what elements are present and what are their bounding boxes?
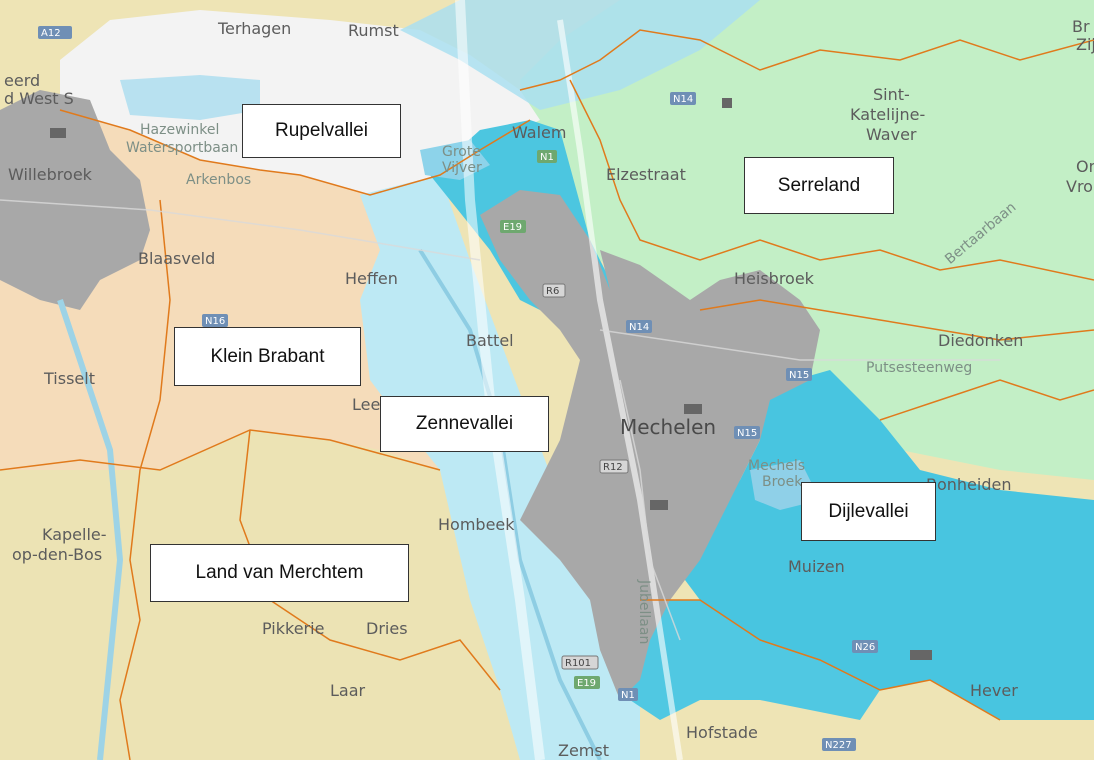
waterbody-hazewinkel <box>120 75 260 120</box>
road-shield-a12: A12 <box>38 26 72 39</box>
road-shield-n1: N1 <box>537 150 557 163</box>
place-hever: Hever <box>970 681 1018 700</box>
road-shield-n16: N16 <box>202 314 228 327</box>
svg-text:N15: N15 <box>789 370 809 381</box>
place-pikkerie: Pikkerie <box>262 619 324 638</box>
place-jubellaan: Jubellaan <box>636 579 652 644</box>
region-dijlevallei-south[interactable] <box>630 600 880 720</box>
road-shield-n227: N227 <box>822 738 856 751</box>
place-mechels-1: Mechels <box>748 458 805 474</box>
road-shield-n15-east: N15 <box>786 368 812 381</box>
svg-text:N14: N14 <box>673 94 693 105</box>
label-klein-brabant[interactable]: Klein Brabant <box>174 327 361 386</box>
place-watersportbaan: Watersportbaan <box>126 140 238 156</box>
road-shield-n15: N15 <box>734 426 760 439</box>
label-serreland[interactable]: Serreland <box>744 157 894 214</box>
place-muizen: Muizen <box>788 557 845 576</box>
boundaries <box>0 29 1094 760</box>
place-hombeek: Hombeek <box>438 515 515 534</box>
svg-text:A12: A12 <box>41 28 61 39</box>
place-leest: Lees <box>352 395 389 414</box>
label-dijlevallei[interactable]: Dijlevallei <box>801 482 936 541</box>
svg-text:N16: N16 <box>205 316 225 327</box>
label-rupelvallei[interactable]: Rupelvallei <box>242 104 401 158</box>
place-terhagen: Terhagen <box>217 19 291 38</box>
svg-text:N14: N14 <box>629 322 649 333</box>
place-willebroek: Willebroek <box>8 165 93 184</box>
place-kapelle-2: op-den-Bos <box>12 545 102 564</box>
place-arkenbos: Arkenbos <box>186 172 251 188</box>
place-sint-katelijne-2: Katelijne- <box>850 105 925 124</box>
place-putsesteenweg: Putsesteenweg <box>866 360 972 376</box>
canal <box>57 299 124 760</box>
svg-text:N15: N15 <box>737 428 757 439</box>
place-mechels-2: Broek <box>762 474 803 490</box>
river-zenne <box>418 248 602 760</box>
place-zemst: Zemst <box>558 741 609 760</box>
place-laar: Laar <box>330 681 366 700</box>
road-shield-r6: R6 <box>542 283 566 298</box>
river-rupel <box>400 0 760 110</box>
road-shield-r12: R12 <box>599 459 629 474</box>
place-edge-on: On <box>1076 157 1094 176</box>
place-grote: Grote <box>442 144 481 160</box>
place-heisbroek: Heisbroek <box>734 269 815 288</box>
place-edge-br: Br <box>1072 17 1090 36</box>
place-sint-katelijne-1: Sint- <box>873 85 910 104</box>
roads <box>0 199 1000 641</box>
place-tisselt: Tisselt <box>43 369 95 388</box>
svg-text:E19: E19 <box>503 222 522 233</box>
place-mechelen: Mechelen <box>620 415 716 439</box>
region-mechelen-urban[interactable] <box>480 190 820 700</box>
svg-text:R101: R101 <box>565 658 591 669</box>
place-bonheiden: Bonheiden <box>926 475 1011 494</box>
building-icons <box>50 98 932 660</box>
region-willebroek-urban[interactable] <box>0 90 150 310</box>
place-heffen: Heffen <box>345 269 398 288</box>
region-dijlevallei-east[interactable] <box>670 370 1094 720</box>
place-west-1: eerd <box>4 71 40 90</box>
place-diedonken: Diedonken <box>938 331 1023 350</box>
road-shield-n14-north: N14 <box>670 92 696 105</box>
place-west-2: d West S <box>4 89 74 108</box>
road-e19 <box>557 19 683 760</box>
place-sint-katelijne-3: Waver <box>866 125 917 144</box>
place-kapelle-1: Kapelle- <box>42 525 107 544</box>
road-shield-n1-south: N1 <box>618 688 638 701</box>
place-hofstade: Hofstade <box>686 723 758 742</box>
svg-text:N26: N26 <box>855 642 875 653</box>
place-vijver: Vijver <box>442 160 482 176</box>
place-dries: Dries <box>366 619 408 638</box>
svg-text:R6: R6 <box>546 286 559 297</box>
place-hazewinkel: Hazewinkel <box>140 122 219 138</box>
svg-text:E19: E19 <box>577 678 596 689</box>
road-shield-r101: R101 <box>561 655 599 670</box>
svg-text:R12: R12 <box>603 462 623 473</box>
label-zennevallei[interactable]: Zennevallei <box>380 396 549 452</box>
svg-text:N227: N227 <box>825 740 852 751</box>
place-walem: Walem <box>512 123 566 142</box>
road-shield-e19-south: E19 <box>574 676 600 689</box>
road-shield-n14-city: N14 <box>626 320 652 333</box>
road-shield-n26: N26 <box>852 640 878 653</box>
place-rumst: Rumst <box>348 21 399 40</box>
place-edge-zij: Zij <box>1076 35 1094 54</box>
road-shield-e19: E19 <box>500 220 526 233</box>
svg-text:N1: N1 <box>621 690 635 701</box>
place-edge-vro: Vro <box>1066 177 1093 196</box>
place-battel: Battel <box>466 331 514 350</box>
place-elzestraat: Elzestraat <box>606 165 686 184</box>
label-land-van-merchtem[interactable]: Land van Merchtem <box>150 544 409 602</box>
place-blaasveld: Blaasveld <box>138 249 215 268</box>
region-rupelvallei[interactable] <box>60 10 540 195</box>
svg-text:N1: N1 <box>540 152 554 163</box>
